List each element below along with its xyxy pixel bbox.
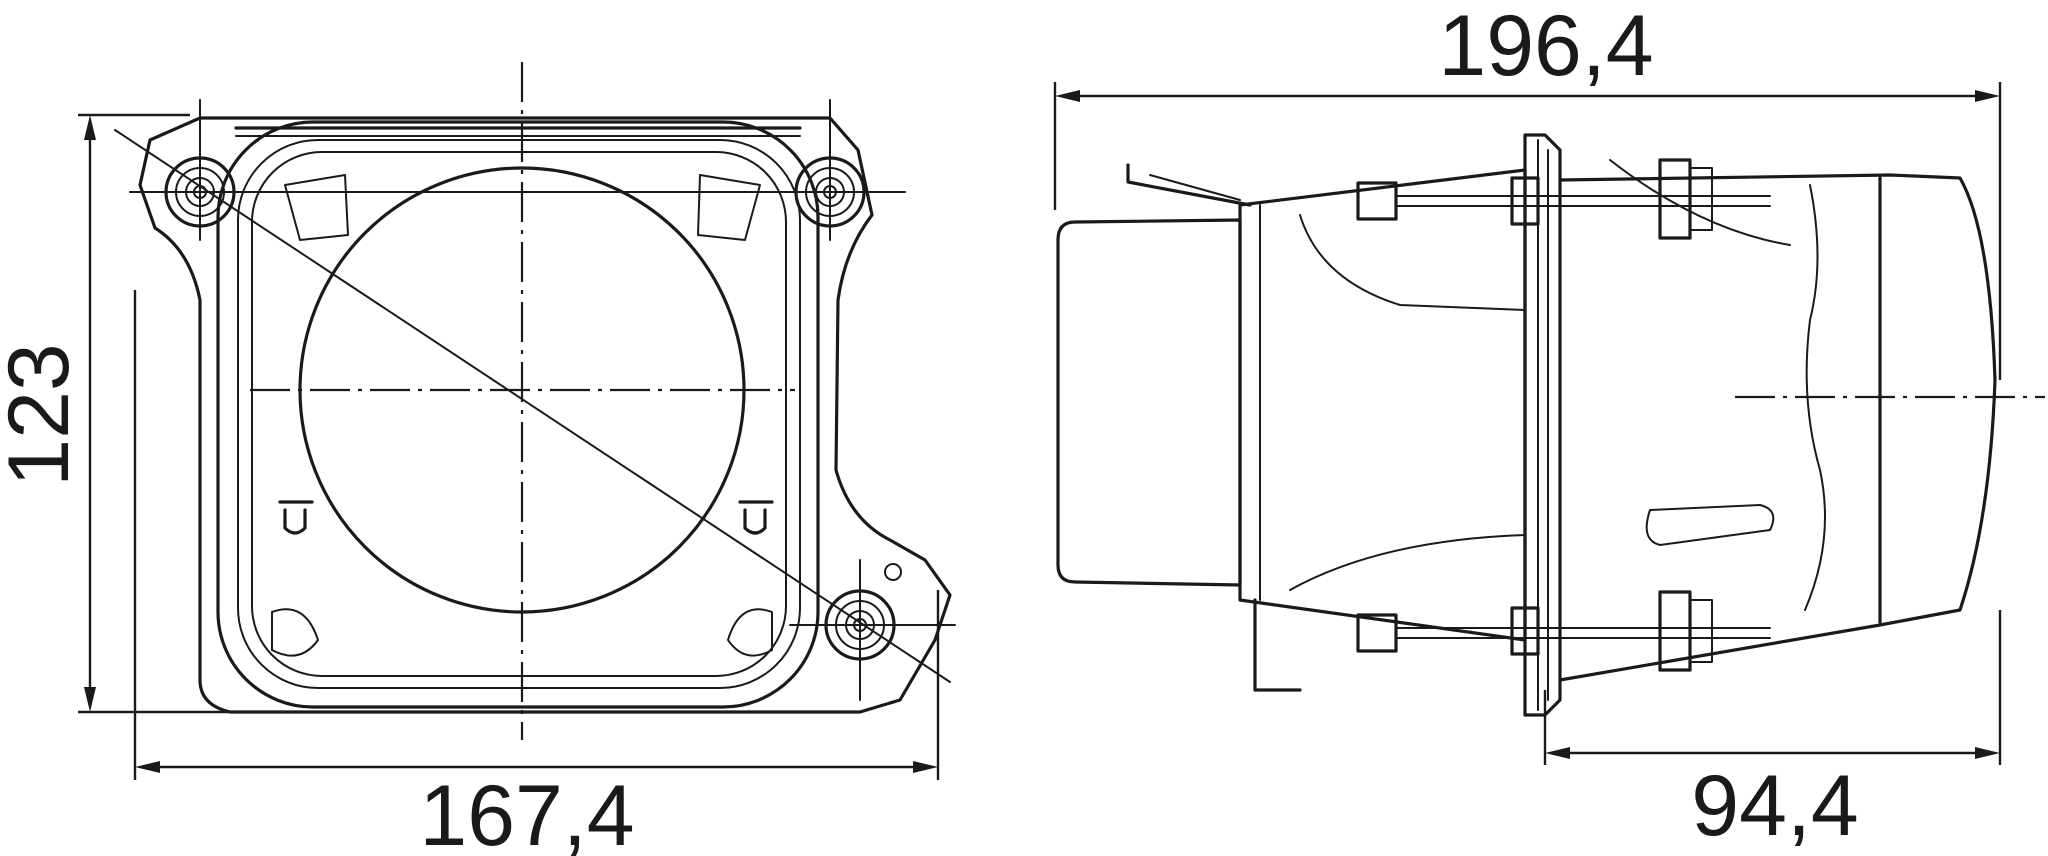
- side-housing-shade-lower: [1289, 534, 1526, 591]
- front-housing-outline: [138, 116, 952, 714]
- front-detail-bottom-left: [271, 608, 319, 657]
- side-adjuster-top: [1356, 158, 1771, 240]
- side-mounting-flange: [1523, 133, 1562, 717]
- side-bottom-bracket: [1253, 598, 1302, 692]
- side-lens-body: [1558, 173, 1997, 682]
- side-lens-slot: [1645, 504, 1775, 546]
- front-detail-top-right: [697, 174, 761, 241]
- dimension-label-width: 167,4: [419, 768, 634, 856]
- front-u-mark-left: [283, 508, 307, 535]
- side-housing-body: [1238, 168, 1527, 642]
- front-lens-circle: [298, 166, 746, 614]
- side-lens-shade: [1609, 159, 1791, 246]
- dimension-label-height: 123: [0, 343, 87, 487]
- small-marker-circle: [884, 563, 902, 581]
- front-detail-bottom-right: [727, 608, 773, 657]
- side-lens-contour: [1804, 184, 1826, 611]
- dimension-label-depth: 94,4: [1691, 758, 1858, 854]
- front-u-mark-right: [743, 508, 767, 535]
- front-detail-top-left: [284, 174, 349, 241]
- dimension-depth: [1543, 610, 2002, 765]
- dimension-height: [78, 113, 230, 714]
- front-bezel-outer: [216, 120, 820, 709]
- side-view: 196,4: [1053, 0, 2045, 854]
- side-housing-shade: [1299, 214, 1526, 311]
- side-top-bracket: [1126, 163, 1252, 207]
- side-top-bracket-inner: [1149, 174, 1241, 201]
- front-bezel-inner: [237, 139, 801, 689]
- front-view: 123 167,4: [0, 62, 956, 856]
- front-bezel-lip: [251, 151, 787, 677]
- side-rear-cover: [1056, 218, 1242, 587]
- dimension-width: [133, 290, 940, 780]
- dimension-length: [1053, 82, 2002, 380]
- front-diagonal-line: [114, 129, 951, 683]
- side-adjuster-bottom: [1356, 590, 1771, 672]
- dimension-label-length: 196,4: [1438, 0, 1653, 94]
